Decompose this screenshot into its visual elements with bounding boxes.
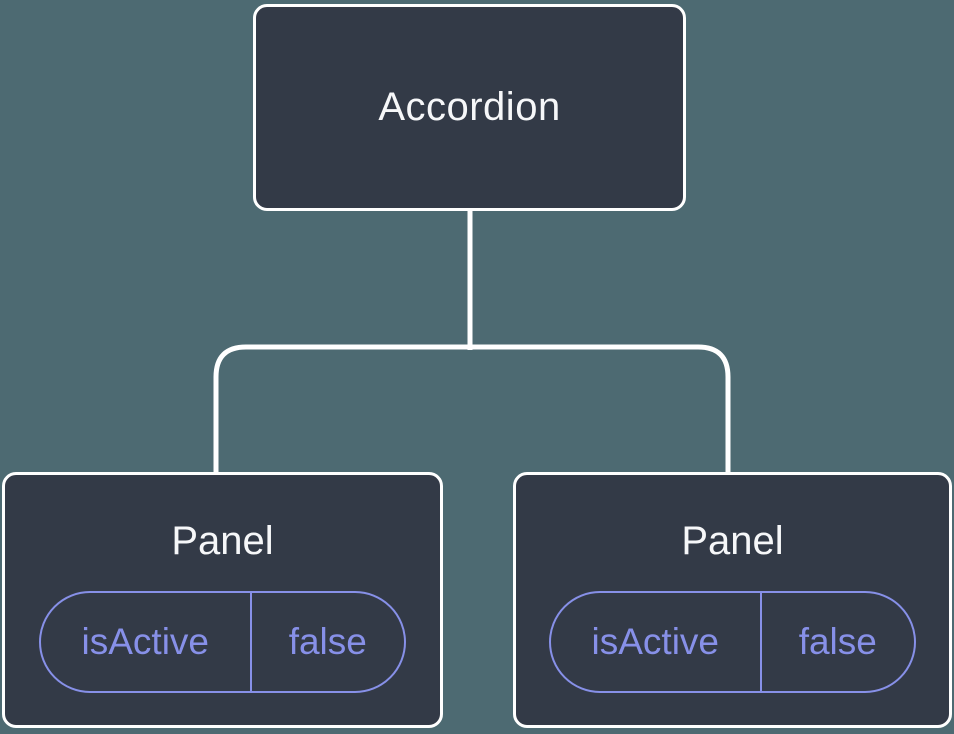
panel-node-left: Panel isActive false (2, 472, 443, 728)
panel-node-label: Panel (171, 519, 274, 563)
state-pill: isActive false (549, 591, 916, 693)
state-name: isActive (41, 593, 252, 691)
connector-bracket (213, 344, 731, 474)
panel-node-label: Panel (681, 519, 784, 563)
panel-node-right: Panel isActive false (513, 472, 952, 728)
accordion-node: Accordion (253, 4, 686, 211)
accordion-node-label: Accordion (378, 85, 561, 129)
state-value: false (798, 621, 877, 662)
state-pill: isActive false (39, 591, 406, 693)
state-name: isActive (551, 593, 762, 691)
state-value: false (288, 621, 367, 662)
